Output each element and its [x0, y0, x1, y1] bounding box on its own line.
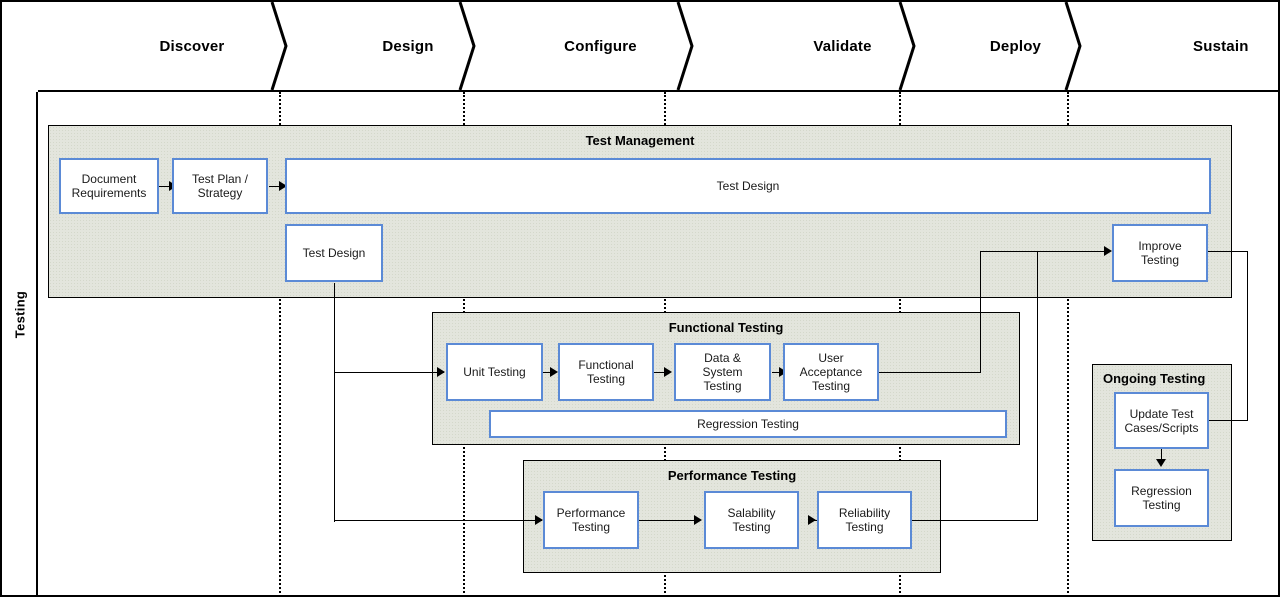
connector-descender-to-update-cases — [1178, 420, 1248, 421]
box-data-system-testing[interactable]: Data & System Testing — [674, 343, 771, 401]
connector-unit-to-functional — [543, 372, 553, 373]
box-document-requirements[interactable]: Document Requirements — [59, 158, 159, 214]
phase-divider-1 — [279, 92, 281, 595]
connector-testplan-to-testdesign — [269, 186, 281, 187]
box-functional-testing[interactable]: Functional Testing — [558, 343, 654, 401]
connector-improve-descender — [1247, 251, 1248, 421]
arrowhead-salability-to-reliability — [808, 515, 816, 525]
box-update-test-cases[interactable]: Update Test Cases/Scripts — [1114, 392, 1209, 449]
connector-datasystem-to-uat — [772, 372, 782, 373]
chevron-separator-1 — [270, 2, 288, 90]
box-regression-testing-bar[interactable]: Regression Testing — [489, 410, 1007, 438]
box-user-acceptance-testing[interactable]: User Acceptance Testing — [783, 343, 879, 401]
arrowhead-spine-to-performance-testing — [535, 515, 543, 525]
group-title-ongoing-testing: Ongoing Testing — [1103, 371, 1206, 386]
group-title-performance-testing: Performance Testing — [667, 468, 797, 483]
connector-uat-to-riser — [879, 372, 980, 373]
swimlane-rail: Testing — [2, 92, 38, 595]
box-test-design[interactable]: Test Design — [285, 224, 383, 282]
swimlane-label-testing: Testing — [12, 290, 28, 339]
group-title-test-management: Test Management — [585, 133, 695, 148]
phase-label-validate: Validate — [813, 38, 872, 55]
connector-reliability-riser — [1037, 251, 1038, 521]
box-salability-testing[interactable]: Salability Testing — [704, 491, 799, 549]
arrowhead-testplan-to-testdesign — [279, 181, 287, 191]
connector-functional-to-datasystem — [654, 372, 666, 373]
phase-label-deploy: Deploy — [989, 38, 1042, 55]
phase-header-band: Discover Design Configure Validate Deplo… — [38, 2, 1278, 92]
arrowhead-performance-to-salability — [694, 515, 702, 525]
arrowhead-spine-to-unit-testing — [437, 367, 445, 377]
arrowhead-functional-to-datasystem — [664, 367, 672, 377]
arrowhead-update-to-regression — [1156, 459, 1166, 467]
box-test-design-bar[interactable]: Test Design — [285, 158, 1211, 214]
chevron-separator-2 — [458, 2, 476, 90]
box-unit-testing[interactable]: Unit Testing — [446, 343, 543, 401]
connector-uat-riser — [980, 251, 981, 373]
connector-update-to-regression — [1161, 449, 1162, 463]
phase-label-design: Design — [382, 38, 434, 55]
phase-label-sustain: Sustain — [1193, 38, 1249, 55]
phase-label-discover: Discover — [159, 38, 225, 55]
group-title-functional-testing: Functional Testing — [668, 320, 784, 335]
connector-improve-to-descender — [1207, 251, 1248, 252]
connector-testdesign-spine — [334, 283, 335, 522]
connector-spine-to-unit-testing — [334, 372, 444, 373]
arrowhead-unit-to-functional — [550, 367, 558, 377]
box-improve-testing[interactable]: Improve Testing — [1112, 224, 1208, 282]
box-test-plan-strategy[interactable]: Test Plan / Strategy — [172, 158, 268, 214]
phase-divider-5 — [1067, 92, 1069, 595]
box-reliability-testing[interactable]: Reliability Testing — [817, 491, 912, 549]
phase-label-configure: Configure — [564, 38, 637, 55]
connector-reliability-to-riser — [912, 520, 1038, 521]
connector-spine-to-performance-testing — [334, 520, 542, 521]
chevron-separator-4 — [898, 2, 916, 90]
chevron-separator-5 — [1064, 2, 1082, 90]
box-performance-testing[interactable]: Performance Testing — [543, 491, 639, 549]
arrowhead-riser-to-improve-testing — [1104, 246, 1112, 256]
connector-riser-to-improve-testing — [980, 251, 1108, 252]
chevron-separator-3 — [676, 2, 694, 90]
box-regression-testing-ongoing[interactable]: Regression Testing — [1114, 469, 1209, 527]
connector-performance-to-salability — [639, 520, 699, 521]
connector-docreq-to-testplan — [159, 186, 171, 187]
